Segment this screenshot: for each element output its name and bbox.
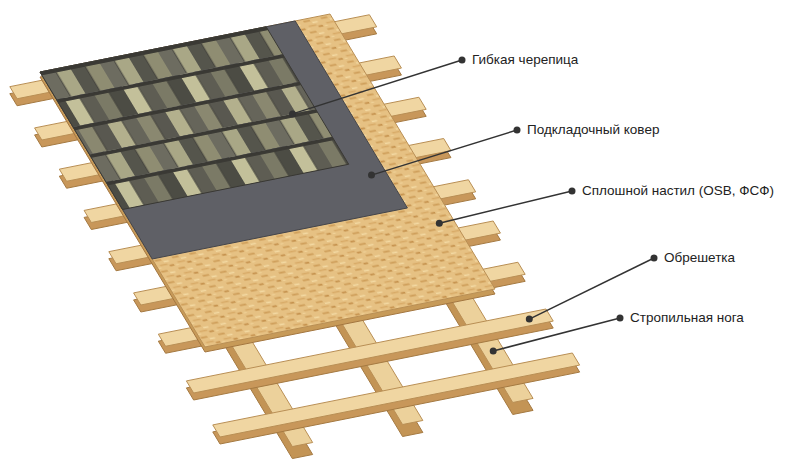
part-label: Обрешетка — [662, 249, 737, 267]
leader-lines — [289, 57, 658, 355]
batten — [10, 15, 580, 437]
part-label: Стропильная нога — [628, 309, 746, 327]
shingles — [40, 27, 349, 210]
part-label: Сплошной настил (OSB, ФСФ) — [580, 182, 776, 200]
osb-deck — [40, 14, 495, 347]
part-label: Гибкая черепица — [470, 51, 580, 69]
part-label: Подкладочный ковер — [525, 121, 661, 139]
underlay — [40, 21, 407, 259]
